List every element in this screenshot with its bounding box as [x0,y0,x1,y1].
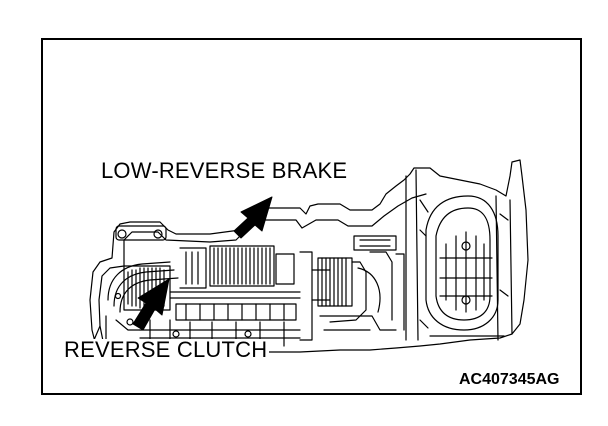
low-reverse-brake-plates [179,245,295,289]
figure-frame [41,38,582,395]
input-clutch-drum [93,225,179,341]
transmission-housing [89,159,529,353]
arrow-low-reverse-brake [233,196,273,239]
right-end-assembly [419,195,509,337]
figure-id: AC407345AG [459,371,560,388]
middle-clutch-pack [317,235,405,331]
low-reverse-brake-label: LOW-REVERSE BRAKE [101,158,348,183]
reverse-clutch-label: REVERSE CLUTCH [64,337,270,362]
arrow-reverse-clutch [132,278,170,331]
central-gear-train [139,251,331,347]
